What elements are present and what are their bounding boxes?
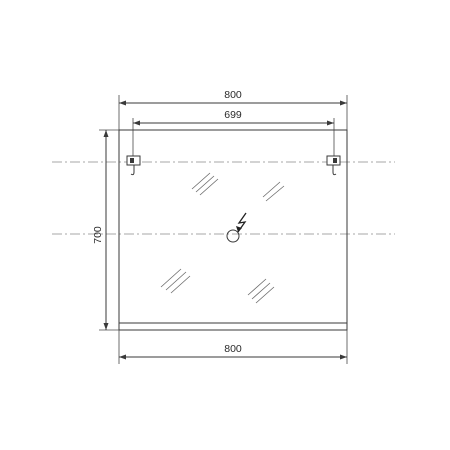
- height-label: 700: [92, 226, 104, 244]
- mount-spacing-label: 699: [224, 109, 242, 121]
- height-dimension: 700: [92, 129, 119, 331]
- mirror-frame: [118, 129, 348, 331]
- reflection-glare-marks: [160, 172, 285, 304]
- mount-spacing-dimension: 699: [132, 109, 335, 160]
- top-width-label: 800: [224, 89, 242, 101]
- left-mount-bracket: [126, 155, 141, 176]
- lightning-bolt-icon: [236, 212, 247, 233]
- bottom-width-dimension: 800: [118, 330, 348, 364]
- bottom-width-label: 800: [224, 343, 242, 355]
- right-mount-bracket: [326, 155, 341, 176]
- top-width-dimension: 800: [118, 89, 348, 130]
- outlet-circle: [226, 229, 240, 243]
